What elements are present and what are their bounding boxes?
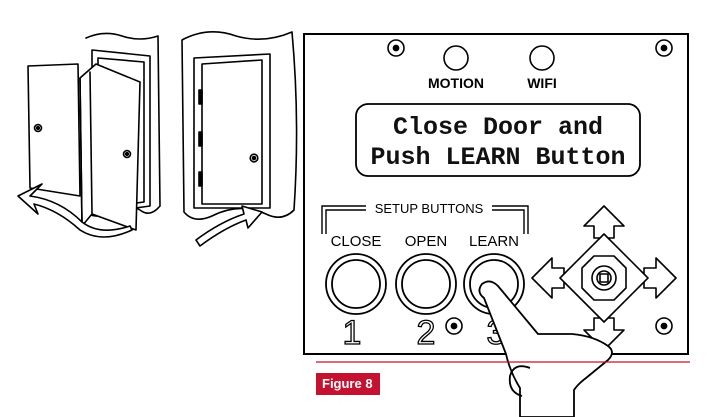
setup-buttons-label: SETUP BUTTONS <box>375 201 484 216</box>
close-number: 1 <box>343 314 362 352</box>
setup-buttons-bracket <box>321 205 529 234</box>
hand-pointer-icon <box>478 280 613 417</box>
wifi-label: WIFI <box>527 75 557 91</box>
wifi-led-icon <box>529 45 555 71</box>
screw-icon <box>445 317 463 335</box>
screw-icon <box>655 317 673 335</box>
lcd-display <box>355 103 641 177</box>
control-panel: MOTION WIFI Close Door and Push LEARN Bu… <box>303 33 689 417</box>
open-button[interactable] <box>395 253 457 315</box>
display-line-1: Close Door and <box>393 113 603 142</box>
open-door-illustration <box>17 32 161 238</box>
display-line-2: Push LEARN Button <box>370 143 625 172</box>
motion-led-icon <box>443 45 469 71</box>
learn-label: LEARN <box>469 233 519 250</box>
open-number: 2 <box>417 314 436 352</box>
open-label: OPEN <box>405 233 448 250</box>
screw-icon <box>655 39 673 57</box>
direction-pad[interactable] <box>531 205 677 351</box>
close-label: CLOSE <box>331 233 382 250</box>
figure-label: Figure 8 <box>316 373 380 395</box>
motion-label: MOTION <box>428 75 484 91</box>
screw-icon <box>387 39 405 57</box>
close-button[interactable] <box>325 253 387 315</box>
closed-door-illustration <box>181 31 298 247</box>
